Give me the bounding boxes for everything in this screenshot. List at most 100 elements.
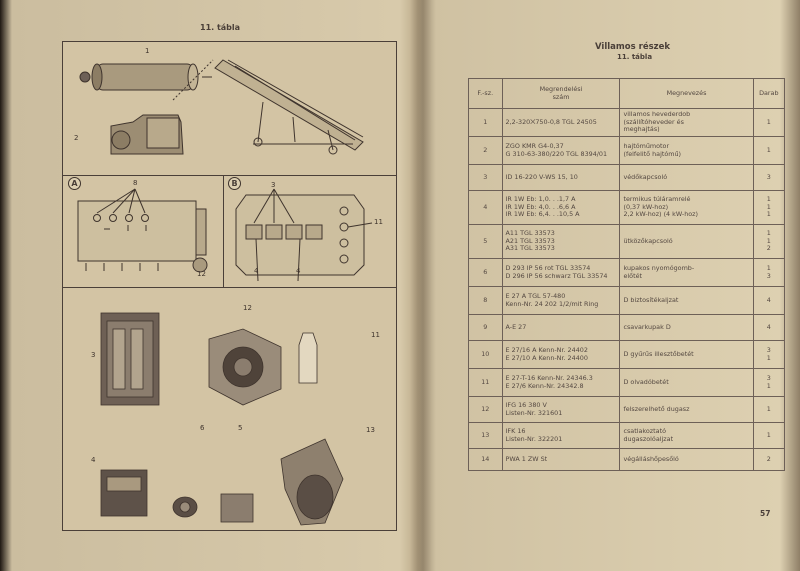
section-b-label: B (228, 177, 241, 190)
belt-drum-shape (96, 63, 194, 91)
text-line: 1 (766, 263, 771, 272)
cell-order: ID 16-220 V-WS 15, 10 (501, 164, 621, 191)
text-line: csatlakoztató (623, 426, 666, 435)
cell-no: 9 (468, 314, 503, 341)
text-line: 2 (483, 145, 488, 154)
fuse-box-drawing (77, 188, 208, 273)
text-line: E 27/16 A Kenn-Nr. 24402 (505, 345, 588, 354)
cell-no: 6 (468, 258, 503, 287)
right-page: Villamos részek 11. tábla F.-sz. Megrend… (424, 0, 800, 571)
plate-divider-top (63, 175, 396, 177)
text-line: 1 (766, 404, 771, 413)
text-line: felszerelhető dugasz (623, 404, 690, 413)
text-line: Megrendelési (539, 84, 583, 93)
text-line: G 310-63-380/220 TGL 8394/01 (505, 149, 608, 158)
text-line: meghajtás) (623, 125, 660, 134)
right-page-title: Villamos részek (595, 42, 671, 52)
text-line: (0,37 kW-hoz) (623, 202, 669, 211)
callout-3-panel-b: 3 (271, 181, 276, 189)
text-line: IR 1W Eb: 1,0. . .1,7 A (505, 195, 576, 204)
text-line: termikus túláramrelé (623, 195, 691, 204)
text-line: dugaszolóaljzat (623, 434, 674, 443)
text-line: 1 (766, 236, 771, 245)
callout-13-photo: 13 (366, 426, 375, 434)
text-line: 2,2-320⨉750-0,8 TGL 24505 (505, 117, 597, 126)
conveyor-frame-shape (214, 59, 364, 151)
cell-name: D biztosítékaljzat (619, 286, 754, 315)
callout-11-panel-b: 11 (374, 218, 383, 226)
cell-name: ütközőkapcsoló (619, 224, 754, 259)
text-line: IR 1W Eb: 6,4. . .10,5 A (505, 210, 580, 219)
cell-name: csavarkupak D (619, 314, 754, 341)
parts-photos (100, 312, 344, 526)
text-line: szám (552, 92, 570, 101)
text-line: ZGO KMR G4-0,37 (505, 141, 564, 150)
text-line: A31 TGL 33573 (505, 244, 555, 253)
cell-name: D gyűrűs illesztőbetét (619, 340, 754, 369)
text-line: ütközőkapcsoló (623, 236, 673, 245)
text-line: kupakos nyomógomb- (623, 263, 695, 272)
text-line: A11 TGL 33573 (505, 229, 555, 238)
text-line: 9 (483, 322, 488, 331)
cell-qty: 2 (752, 448, 786, 471)
text-line: 1 (766, 229, 771, 238)
text-line: A-E 27 (505, 322, 527, 331)
left-page-title: 11. tábla (200, 23, 241, 32)
text-line: ID 16-220 V-WS 15, 10 (505, 172, 578, 181)
parts-illustration-plate: 1 2 A 8 12 B (62, 41, 397, 531)
text-line: 3 (766, 373, 771, 382)
callout-4-panel-b-right: 4 (296, 267, 301, 275)
text-line: 1 (766, 145, 771, 154)
cell-name: hajtóműmotor(felfelitő hajtómű) (619, 136, 754, 165)
plate-divider-vertical (223, 175, 225, 287)
callout-12-panel-a: 12 (197, 270, 206, 278)
text-line: védőkapcsoló (623, 172, 668, 181)
text-line: IR 1W Eb: 4,0. . .6,6 A (505, 202, 576, 211)
text-line: IFK 16 (505, 426, 526, 435)
text-line: (szállítóheveder és (623, 117, 684, 126)
callout-8: 8 (133, 179, 138, 187)
cell-qty: 1 (752, 396, 786, 423)
callout-4-panel-b-left: 4 (254, 267, 259, 275)
cell-qty: 1 (752, 136, 786, 165)
text-line: végálláshőpesőló (623, 454, 679, 463)
cell-qty: 1 (752, 422, 786, 449)
header-name: Megnevezés (619, 78, 754, 109)
cell-no: 1 (468, 108, 503, 137)
section-a-label: A (68, 177, 81, 190)
text-line: Listen-Nr. 322201 (505, 434, 563, 443)
text-line: E 27/10 A Kenn-Nr. 24400 (505, 353, 588, 362)
text-line: PWA 1 ZW St (505, 454, 548, 463)
callout-4-photo: 4 (91, 456, 96, 464)
text-line: 10 (481, 349, 490, 358)
callout-5-photo: 5 (238, 424, 243, 432)
plate-divider-middle (63, 287, 396, 289)
book-gutter (410, 0, 436, 571)
text-line: 3 (766, 345, 771, 354)
text-line: D olvadóbetét (623, 377, 669, 386)
limit-switch-photo (220, 493, 254, 523)
text-line: 6 (483, 267, 488, 276)
text-line: villamos hevederdob (623, 110, 691, 119)
callout-11-photo: 11 (371, 331, 380, 339)
